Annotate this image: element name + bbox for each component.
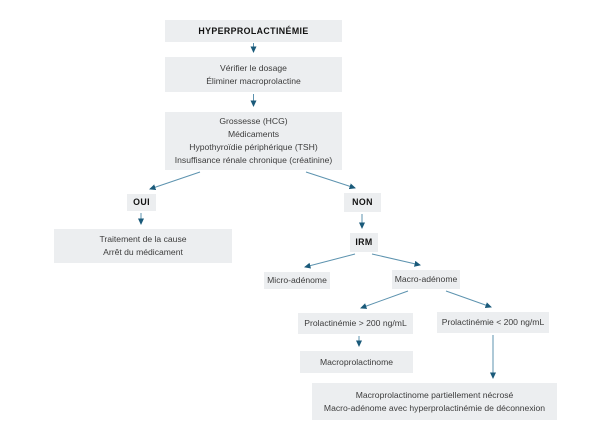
- arrow-causes-to-non: [305, 171, 356, 190]
- node-oui: OUI: [127, 194, 156, 211]
- node-label: Traitement de la cause: [99, 234, 187, 244]
- arrow-irm-to-macro: [371, 253, 421, 267]
- node-prolactinemie-inf-200: Prolactinémie < 200 ng/mL: [437, 312, 549, 333]
- arrow-macro-to-prol-sup: [360, 290, 409, 309]
- node-micro-adenome: Micro-adénome: [264, 272, 330, 289]
- node-label: OUI: [133, 197, 150, 207]
- node-label: Macro-adénome: [394, 274, 458, 284]
- node-label: IRM: [355, 237, 373, 247]
- node-label: Macro-adénome avec hyperprolactinémie de…: [323, 402, 546, 413]
- node-label: Arrêt du médicament: [103, 247, 183, 257]
- node-macro-adenome: Macro-adénome: [392, 270, 460, 289]
- node-traitement-cause: Traitement de la cause Arrêt du médicame…: [54, 229, 232, 263]
- node-label: Éliminer macroprolactine: [206, 75, 301, 86]
- node-label: Micro-adénome: [267, 275, 327, 285]
- node-label: Macroprolactinome: [319, 356, 394, 367]
- node-label: Prolactinémie > 200 ng/mL: [304, 318, 407, 328]
- node-label: Insuffisance rénale chronique (créatinin…: [174, 155, 333, 165]
- node-non: NON: [344, 193, 381, 212]
- node-causes-secondaires: Grossesse (HCG) Médicaments Hypothyroïdi…: [165, 112, 342, 170]
- node-irm: IRM: [350, 233, 378, 252]
- node-diagnostic-final: Macroprolactinome partiellement nécrosé …: [312, 383, 557, 420]
- node-macroprolactinome: Macroprolactinome: [300, 351, 413, 373]
- node-hyperprolactinemie: HYPERPROLACTINÉMIE: [165, 20, 342, 42]
- node-label: HYPERPROLACTINÉMIE: [198, 25, 309, 36]
- node-label: Prolactinémie < 200 ng/mL: [441, 317, 545, 327]
- node-label: Hypothyroïdie périphérique (TSH): [189, 142, 318, 152]
- node-prolactinemie-sup-200: Prolactinémie > 200 ng/mL: [298, 313, 413, 334]
- node-label: Vérifier le dosage: [220, 62, 287, 73]
- node-label: Médicaments: [227, 129, 280, 139]
- arrow-macro-to-prol-inf: [445, 290, 492, 308]
- arrow-causes-to-oui: [149, 171, 201, 191]
- node-label: NON: [352, 197, 373, 207]
- node-label: Grossesse (HCG): [219, 116, 288, 126]
- node-verifier-dosage: Vérifier le dosage Éliminer macroprolact…: [165, 57, 342, 92]
- node-label: Macroprolactinome partiellement nécrosé: [355, 389, 514, 400]
- arrow-irm-to-micro: [304, 253, 356, 269]
